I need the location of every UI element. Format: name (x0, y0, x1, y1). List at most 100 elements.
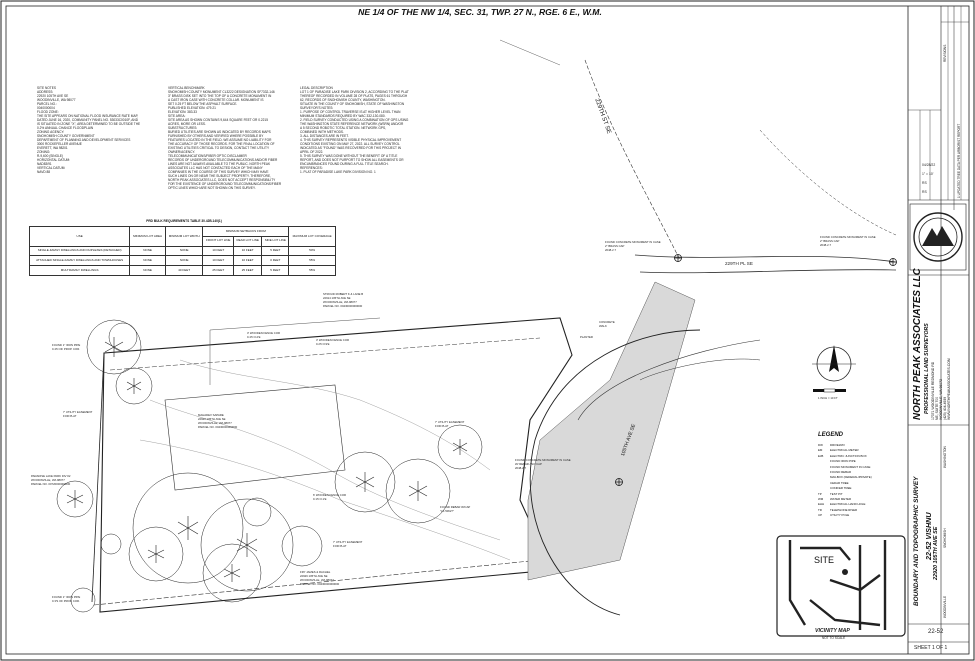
legend-item: CEDAR TREE (818, 481, 849, 485)
legend-label: CONIFER TREE (830, 486, 852, 491)
legend-symbol: TR (818, 507, 822, 512)
vicinity-map-subtitle: NOT TO SCALE (822, 636, 846, 640)
table-cell: 5 FEET (261, 265, 290, 276)
firm-name: NORTH PEAK ASSOCIATES LLC (912, 268, 923, 420)
legend-label: TEST PIT (830, 491, 843, 496)
monument-label-mid: FOUND CONCRETE MONUMENT IN CASE 2" BRASS… (820, 235, 876, 247)
table-cell: SINGLE-FAMILY DWELLINGS AND DUPLEXES (DE… (28, 245, 131, 257)
firm-address: 17371 WOODINVILLE REDMOND RD NE, SUITE 7… (931, 358, 951, 420)
neighbor-label-mid: MAHADEV SAPARE 22920 105TH AVE SE WOODIN… (198, 413, 238, 429)
monument-label-east: FOUND CONCRETE MONUMENT IN CASE W/ REBAR… (515, 458, 571, 470)
street-label-curve: 229TH PL SE (725, 261, 753, 266)
legal-description-notes: LEGAL DESCRIPTION LOT 1 OF PARADISE LAKE… (300, 86, 409, 174)
neighbor-label-north: STROUD ROBERT K & LANE B 22914 105TH AVE… (323, 292, 364, 308)
legend-symbol: EJB (818, 453, 824, 458)
table-cell: 55% (288, 265, 336, 276)
legend-symbol: WM (818, 497, 824, 501)
utility-easement-label: 7' UTILITY EASEMENT FOR PLAT (435, 420, 465, 428)
vicinity-map-frame (776, 535, 906, 637)
legend-symbol: EM (818, 448, 823, 453)
north-arrow (812, 345, 856, 382)
legend-label: ELECTRICAL METER (830, 448, 859, 453)
concrete-walk-label: CONCRETE WALK (599, 320, 615, 328)
table-subheader: SIDE LOT LINE (261, 235, 290, 247)
job-number: 22-52 (928, 629, 944, 635)
legend-item: EHH ELECTRICAL HAND HOLE (818, 502, 865, 506)
fence-label: 3' WOODEN FENCE COR 0.2'N 0.9'E (316, 338, 350, 346)
rebar-label: FOUND REBAR W/CAP "LS 50627" (440, 505, 471, 513)
legend-label: CEDAR TREE (830, 480, 849, 485)
legend-item: MAILBOX (FEDERAL/PRIVATE) (818, 475, 872, 479)
table-cell: 55% (288, 255, 336, 267)
tree-symbols (66, 337, 468, 582)
legend-label: DRIVEWAY (830, 443, 846, 447)
table-cell: 50% (288, 245, 336, 257)
fence-label: 3' WOODEN FENCE COR 0.4'N 0.2'E (247, 331, 281, 339)
pipe-label: FOUND 1" IRON PIPE 0.4'N OF PROP. COR. (52, 343, 81, 351)
table-cell: NONE (164, 255, 204, 267)
monument-label-ne: FOUND CONCRETE MONUMENT IN CASE 2" BRASS… (605, 240, 661, 252)
firm-subtitle: PROFESSIONAL LAND SURVEYORS (924, 323, 930, 414)
table-cell: NONE (129, 245, 166, 257)
legend-label: ELECTRICAL HAND HOLE (830, 502, 866, 507)
table-row: MULTIFAMILY DWELLINGS NONE 40 FEET 25 FE… (28, 265, 336, 276)
table-cell: 10 FEET (232, 245, 263, 257)
legend-label: MAILBOX (FEDERAL/PRIVATE) (830, 475, 872, 480)
legend-label: TELEPHONE RISER (830, 507, 858, 512)
project-address: 22920 105TH AVE SE (933, 526, 939, 580)
legend-title: LEGEND (818, 432, 844, 438)
table-cell: 10 FEET (232, 255, 263, 267)
table-cell: NONE (129, 265, 166, 276)
inner-border (5, 5, 970, 655)
legend-symbol: EHH (818, 502, 825, 507)
property-boundary (99, 317, 573, 613)
table-cell: 5 FEET (261, 245, 290, 257)
utility-easement-label: 7' UTILITY EASEMENT FOR PLAT (333, 540, 363, 548)
table-subheader: FRONT LOT LINE (202, 235, 234, 247)
vicinity-site-label: SITE (814, 555, 835, 565)
table-cell: MULTIFAMILY DWELLINGS (28, 265, 131, 276)
legend-label: FOUND MONUMENT IN CASE (830, 464, 871, 469)
legend-item: TR TELEPHONE RISER (818, 508, 857, 512)
scale-label: 1 INCH = 10 FT (818, 396, 838, 400)
legend-label: FOUND REBAR (830, 470, 852, 474)
table-cell: 10 FEET (202, 245, 234, 257)
county-label: SNOHOMISH (943, 528, 947, 548)
scale-value: 1" = 10' (922, 172, 934, 176)
sheet-number: SHEET 1 OF 1 (914, 645, 948, 651)
scale-bar (813, 388, 846, 393)
table-header: USE (28, 226, 131, 247)
city-label: WOODINVILLE (943, 595, 947, 618)
legend-label: WATER METER (830, 497, 852, 501)
table-row: SINGLE-FAMILY DWELLINGS AND DUPLEXES (DE… (28, 245, 336, 257)
table-header: MINIMUM LOT AREA (129, 226, 166, 247)
pipe-label: FOUND 1" IRON PIPE 0.3'S OF PROP. COR. (52, 595, 81, 603)
fence-label: 6' WOODEN FENCE COR 0.1'N 0.1'E (313, 493, 347, 501)
table-cell: 10 FEET (202, 255, 234, 267)
legend-label: UTILITY POLE (830, 513, 850, 518)
legend-item: WM WATER METER (818, 497, 851, 501)
neighbor-label-west: PARADISE LAKE PARK DIV #2 WOODINVILLE, W… (31, 474, 71, 486)
drawing-title: NE 1/4 OF THE NW 1/4, SEC. 31, TWP. 27 N… (358, 7, 602, 17)
utility-easement-label: 7' UTILITY EASEMENT FOR PLAT (63, 410, 93, 418)
legend-item: CONIFER TREE (818, 486, 851, 490)
checked-value: RS (922, 190, 927, 194)
legend-item: TP TEST PIT (818, 492, 843, 496)
table-cell: ATTACHED SINGLE-FAMILY DWELLINGS AND TOW… (28, 255, 131, 267)
table-header: MINIMUM SETBACKS FROM (202, 226, 290, 237)
revision-entry: 1 UPDATED TREE DATA PER ARBORIST REPORT (957, 123, 961, 198)
neighbor-label-south: FRY JAMES & RACHEL 22926 105TH AVE SE WO… (300, 570, 340, 586)
legend-item: EM ELECTRICAL METER (818, 448, 859, 452)
legend-item: UP UTILITY POLE (818, 513, 849, 517)
legend-symbol: TP (818, 491, 822, 496)
firm-logo (909, 203, 967, 271)
legend-symbol: UP (818, 513, 823, 518)
site-notes: SITE NOTES ADDRESS: 22920 105TH AVE SE W… (37, 86, 141, 174)
house-footprint (164, 384, 346, 491)
bulk-table-title: PRD BULK REQUIREMENTS TABLE 30.42B.140(1… (146, 219, 222, 223)
table-row: ATTACHED SINGLE-FAMILY DWELLINGS AND TOW… (28, 255, 336, 267)
legend-item: FOUND REBAR (818, 470, 851, 474)
table-cell: NONE (129, 255, 166, 267)
